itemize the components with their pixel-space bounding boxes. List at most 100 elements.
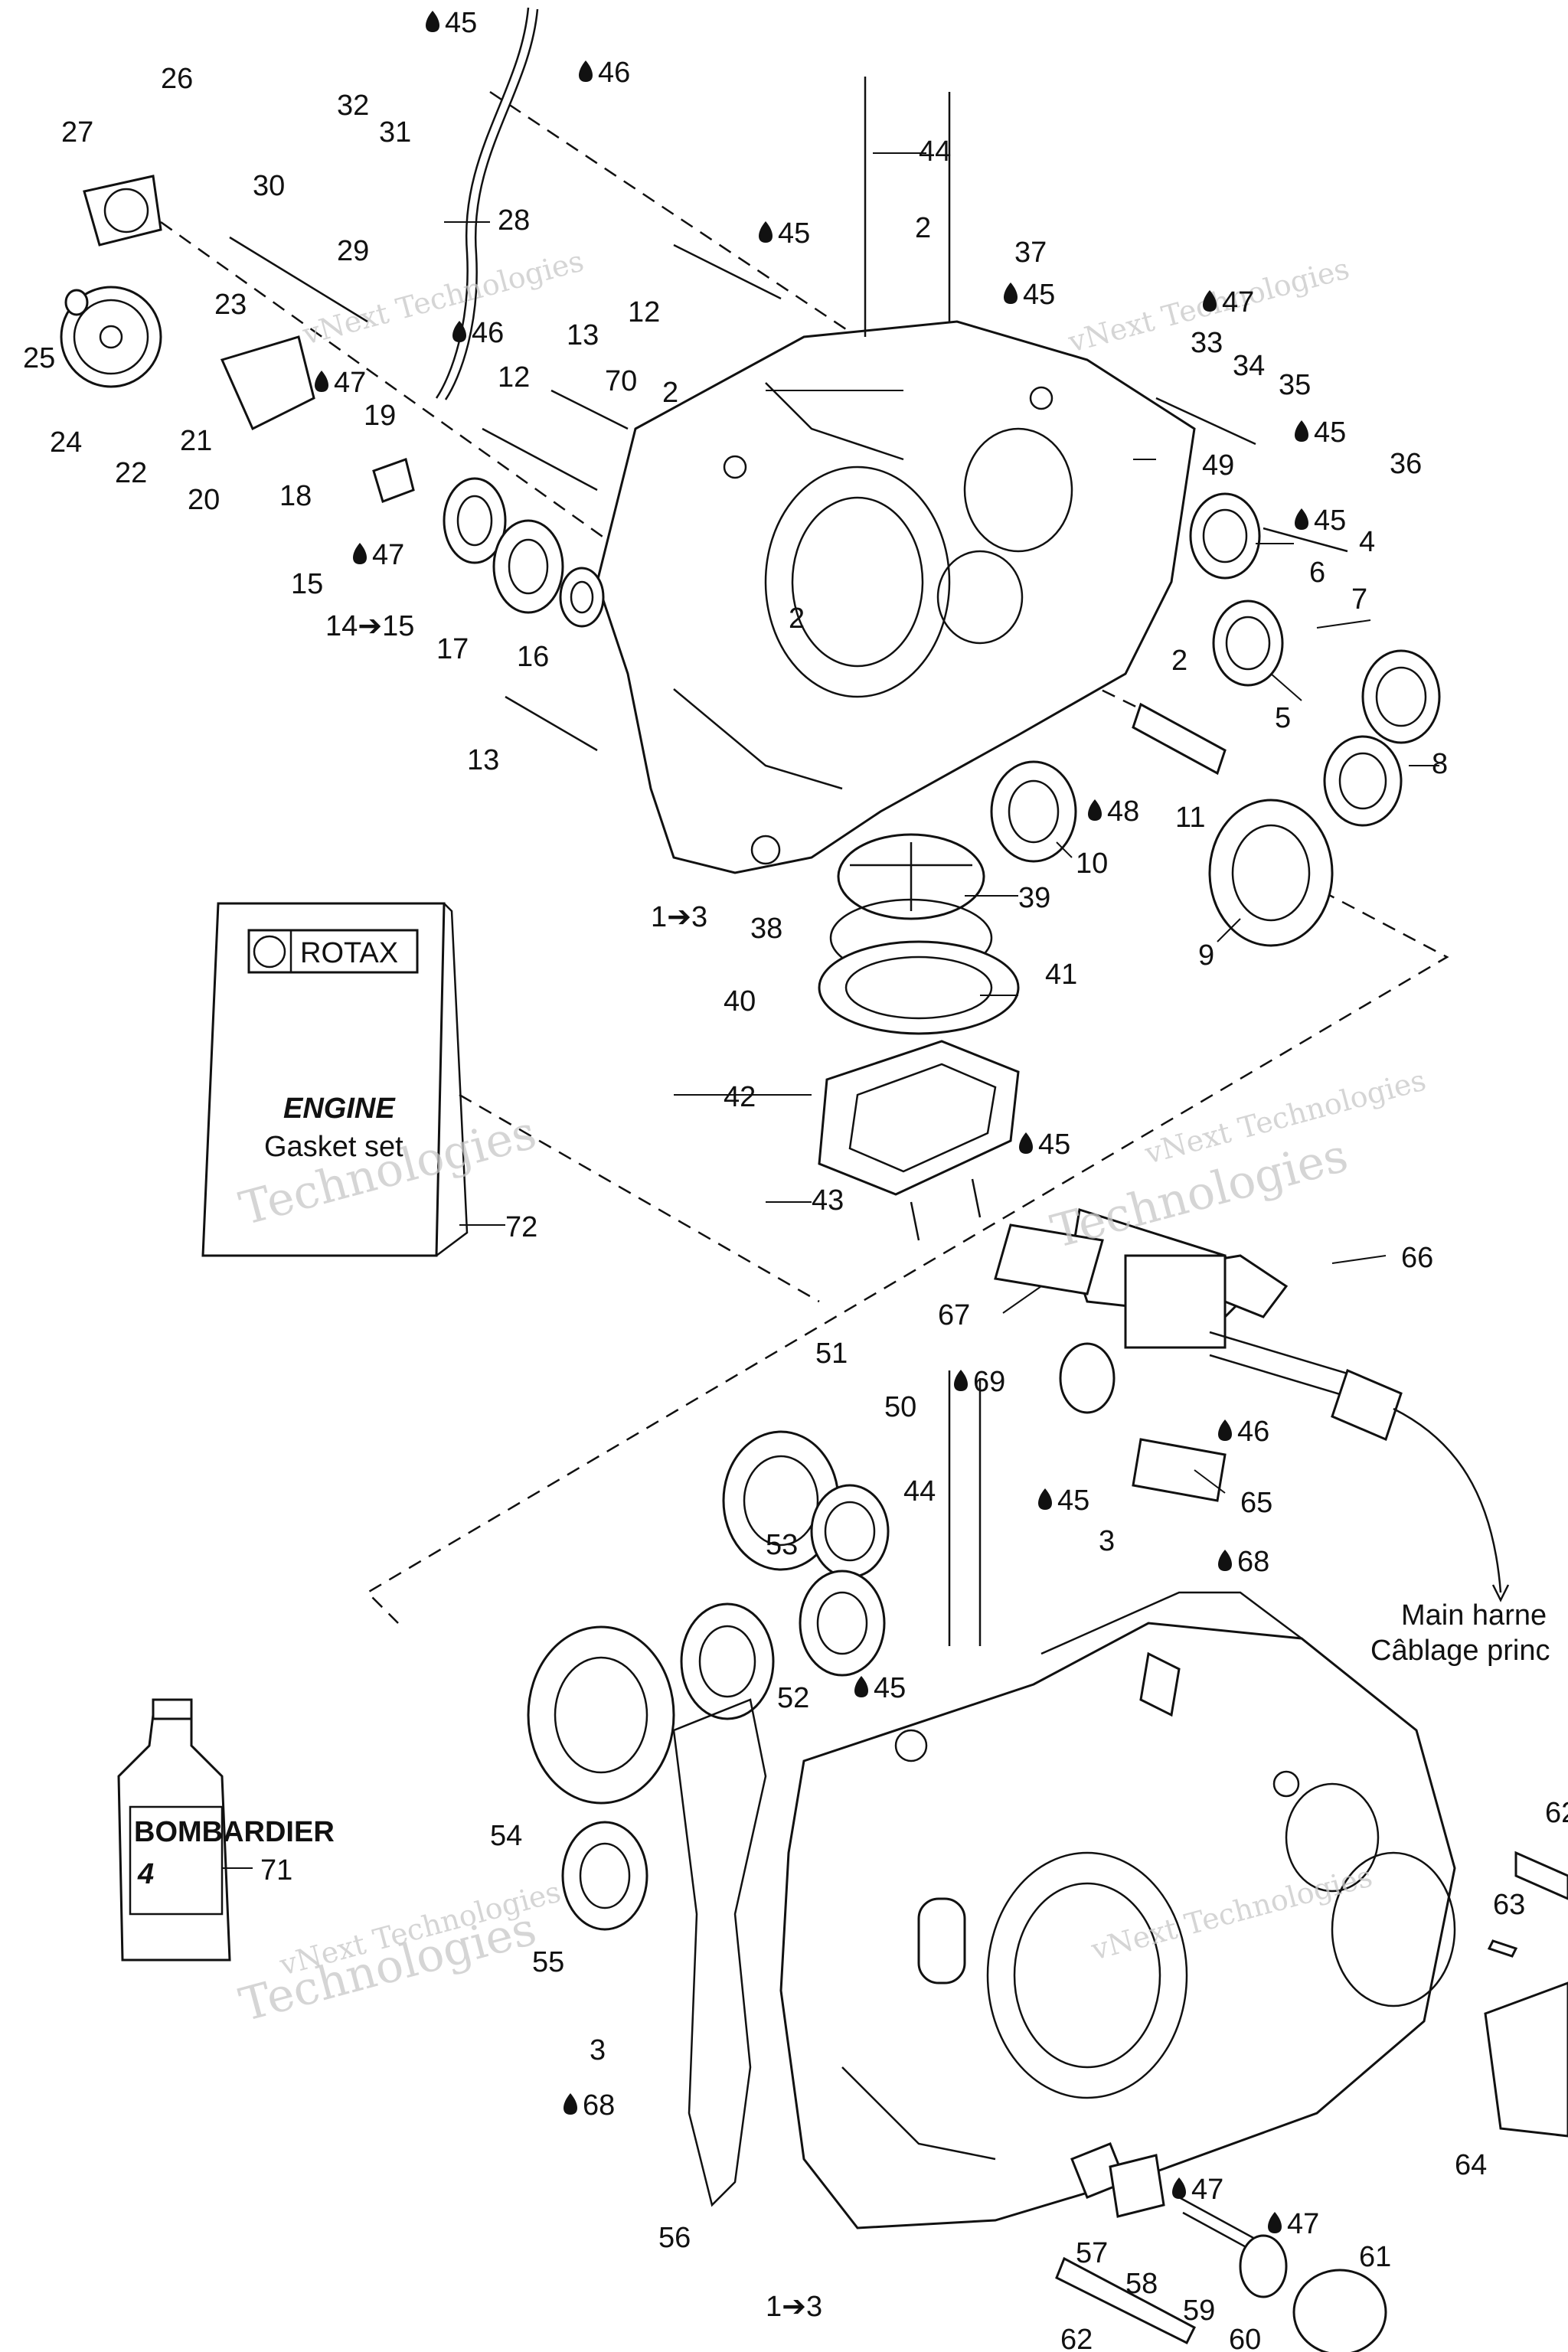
callout-49: 49 [1202, 449, 1234, 482]
callout-14-15: 14➔15 [325, 610, 414, 642]
oil-bottle [117, 1698, 231, 1962]
callout-54: 54 [490, 1820, 522, 1852]
lubricant-marker: 68 [1218, 1546, 1269, 1578]
lubricant-marker: 69 [954, 1366, 1005, 1398]
oil-drop-icon [854, 1676, 868, 1697]
lubricant-marker: 48 [1088, 795, 1139, 828]
callout-65: 65 [1240, 1487, 1272, 1519]
callout-19: 19 [364, 400, 396, 432]
oil-strainer-and-cover [818, 833, 1020, 1241]
callout-28: 28 [498, 204, 530, 237]
callout-36: 36 [1390, 448, 1422, 480]
oil-drop-icon [759, 221, 773, 243]
callout-26: 26 [161, 63, 193, 95]
callout-5: 5 [1275, 702, 1291, 734]
lubricant-code: 47 [334, 367, 366, 399]
callout-56: 56 [658, 2222, 691, 2254]
lubricant-code: 69 [973, 1366, 1005, 1398]
lubricant-marker: 45 [1004, 279, 1055, 311]
lubricant-marker: 45 [1019, 1129, 1070, 1161]
lubricant-marker: 47 [1203, 286, 1254, 318]
lubricant-code: 46 [1237, 1416, 1269, 1448]
lubricant-marker: 45 [1295, 505, 1346, 537]
oil-drop-icon [1004, 283, 1018, 304]
lubricant-code: 48 [1107, 795, 1139, 828]
oil-drop-icon [1088, 799, 1102, 821]
oil-drop-icon [564, 2093, 577, 2115]
lubricant-code: 45 [1038, 1129, 1070, 1161]
gasket-set-subtitle: Gasket set [264, 1131, 403, 1163]
oil-drop-icon [353, 543, 367, 564]
callout-2-a: 2 [662, 377, 678, 409]
bolts-and-studs [229, 77, 1348, 1646]
oil-drop-icon [1218, 1550, 1232, 1571]
callout-3-a: 3 [1099, 1525, 1115, 1557]
callout-51: 51 [815, 1338, 848, 1370]
lubricant-marker: 47 [1172, 2174, 1223, 2206]
lubricant-marker: 47 [353, 539, 404, 571]
callout-24: 24 [50, 426, 82, 459]
lubricant-code: 68 [583, 2089, 615, 2122]
oil-drop-icon [452, 321, 466, 342]
oil-drop-icon [1203, 290, 1217, 312]
callout-7: 7 [1351, 583, 1367, 616]
callout-11: 11 [1175, 802, 1205, 834]
callout-41: 41 [1045, 959, 1077, 991]
oil-bottle-brand: BOMBARDIER [134, 1816, 335, 1848]
lubricant-code: 47 [372, 539, 404, 571]
callout-3-b: 3 [590, 2034, 606, 2066]
callout-58: 58 [1125, 2268, 1158, 2300]
lubricant-code: 45 [778, 217, 810, 250]
lubricant-marker: 45 [1038, 1485, 1089, 1517]
callout-29: 29 [337, 235, 369, 267]
callout-30: 30 [253, 170, 285, 202]
callout-31: 31 [379, 116, 411, 149]
lubricant-marker: 47 [315, 367, 366, 399]
callout-44-bottom: 44 [903, 1475, 936, 1508]
callout-37: 37 [1014, 237, 1047, 269]
lubricant-marker: 45 [1295, 416, 1346, 449]
callout-1-3-top: 1➔3 [651, 901, 707, 933]
callout-2-d: 2 [1171, 645, 1187, 677]
oil-drop-icon [1019, 1132, 1033, 1154]
callout-72: 72 [505, 1211, 537, 1243]
callout-32: 32 [337, 90, 369, 122]
oil-dipstick-tube [435, 7, 539, 400]
lubricant-code: 45 [874, 1672, 906, 1704]
lubricant-marker: 45 [759, 217, 810, 250]
harness-note-line1: Main harne [1401, 1599, 1547, 1632]
callout-53: 53 [766, 1529, 798, 1561]
callout-66: 66 [1401, 1242, 1433, 1274]
callout-25: 25 [23, 342, 55, 374]
callout-62-b: 62 [1060, 2324, 1093, 2352]
lubricant-code: 47 [1287, 2208, 1319, 2240]
lubricant-code: 45 [1314, 416, 1346, 449]
lubricant-code: 46 [598, 57, 630, 89]
oil-drop-icon [954, 1370, 968, 1391]
callout-39: 39 [1018, 882, 1050, 914]
callout-17: 17 [436, 633, 469, 665]
lubricant-marker: 68 [564, 2089, 615, 2122]
callout-4: 4 [1359, 526, 1375, 558]
callout-23: 23 [214, 289, 247, 321]
callout-64: 64 [1455, 2149, 1487, 2181]
oil-drop-icon [1038, 1488, 1052, 1510]
right-lower-parts [1055, 1851, 1568, 2352]
callout-9: 9 [1198, 939, 1214, 972]
lubricant-code: 47 [1191, 2174, 1223, 2206]
callout-42: 42 [724, 1081, 756, 1113]
gasket-set-title: ENGINE [283, 1093, 396, 1125]
callout-35: 35 [1279, 369, 1311, 401]
oil-drop-icon [315, 371, 328, 392]
callout-12-b: 12 [498, 361, 530, 394]
callout-50: 50 [884, 1391, 916, 1423]
oil-bottle-label: 4 [137, 1858, 154, 1890]
callout-60: 60 [1229, 2324, 1261, 2352]
oil-drop-icon [1172, 2177, 1186, 2199]
callout-67: 67 [938, 1299, 970, 1331]
callout-44-top: 44 [919, 136, 951, 168]
callout-8: 8 [1432, 748, 1448, 780]
callout-34: 34 [1233, 350, 1265, 382]
callout-18: 18 [279, 480, 312, 512]
